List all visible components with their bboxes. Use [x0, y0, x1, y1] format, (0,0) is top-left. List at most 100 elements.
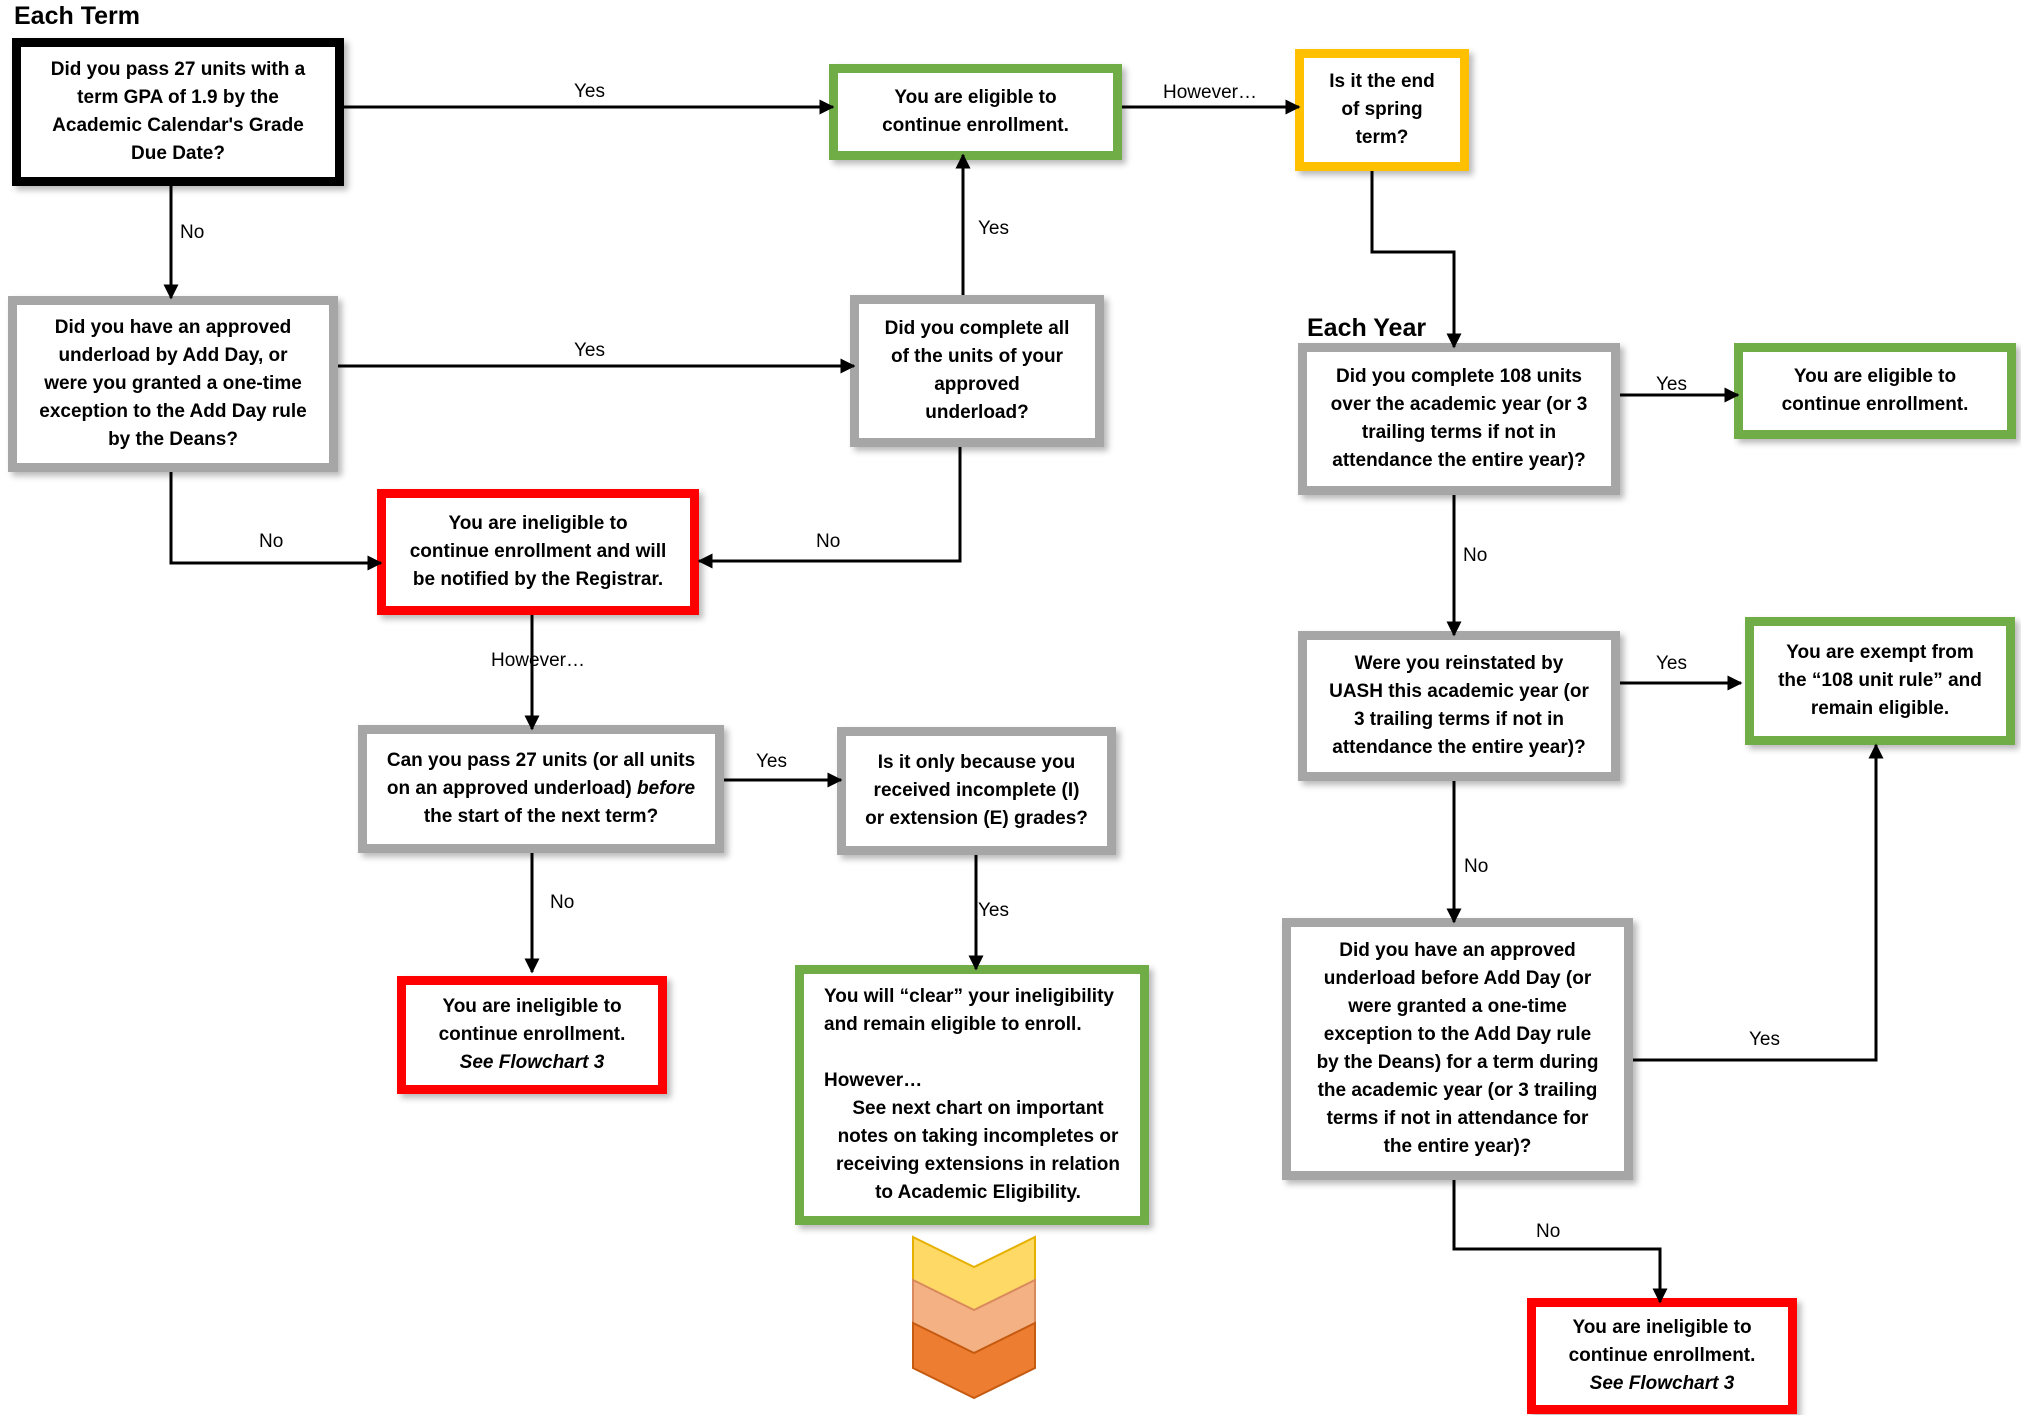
- edge-label-yes: Yes: [574, 81, 605, 102]
- node-line: You are eligible to: [1793, 366, 1957, 387]
- edge-label-yes: Yes: [574, 340, 605, 361]
- node-line: 3 trailing terms if not in: [1353, 709, 1565, 730]
- node-line: the entire year)?: [1383, 1136, 1532, 1157]
- edge-label-yes: Yes: [978, 218, 1009, 239]
- node-line: Were you reinstated by: [1354, 653, 1564, 674]
- edge-label-no: No: [1463, 545, 1488, 566]
- chevron-icon: [912, 1321, 1036, 1400]
- node-line: You are eligible to: [894, 87, 1057, 108]
- question-incomplete-or-extension: Is it only because you received incomple…: [837, 727, 1116, 855]
- node-line: the “108 unit rule” and: [1778, 670, 1982, 691]
- node-line: the start of the next term?: [423, 806, 659, 827]
- node-line: of the units of your: [890, 346, 1064, 367]
- question-complete-underload-units: Did you complete all of the units of you…: [850, 295, 1104, 447]
- arrow-underload-no: [169, 472, 383, 571]
- node-line: UASH this academic year (or: [1329, 681, 1589, 702]
- node-line: You are ineligible to: [448, 513, 628, 534]
- edge-label-no: No: [180, 222, 205, 243]
- node-line: notes on taking incompletes or: [837, 1126, 1119, 1147]
- node-line: Is it only because you: [877, 752, 1076, 773]
- outcome-eligible-continue-top: You are eligible to continue enrollment.: [829, 64, 1122, 160]
- node-line: You are exempt from: [1786, 642, 1974, 663]
- question-approved-underload-term: Did you have an approved underload by Ad…: [8, 296, 338, 472]
- question-pass-27-units: Did you pass 27 units with a term GPA of…: [12, 38, 344, 186]
- node-line: the academic year (or 3 trailing: [1317, 1080, 1598, 1101]
- node-note: See Flowchart 3: [459, 1052, 605, 1073]
- node-line: continue enrollment.: [882, 115, 1069, 136]
- node-line: Did you pass 27 units with a: [50, 59, 306, 80]
- node-line: remain eligible.: [1810, 698, 1950, 719]
- node-line: and remain eligible to enroll.: [824, 1014, 1082, 1035]
- node-line: See next chart on important: [852, 1098, 1104, 1119]
- node-line: continue enrollment.: [1568, 1345, 1756, 1366]
- outcome-eligible-continue-right: You are eligible to continue enrollment.: [1734, 343, 2016, 439]
- node-line: Did you have an approved: [1339, 940, 1576, 961]
- question-approved-underload-year: Did you have an approved underload befor…: [1282, 918, 1633, 1180]
- edge-label-yes: Yes: [1656, 653, 1687, 674]
- node-line: Can you pass 27 units (or all units: [386, 750, 696, 771]
- edge-label-yes: Yes: [978, 900, 1009, 921]
- node-line: exception to the Add Day rule: [39, 401, 307, 422]
- node-line: trailing terms if not in: [1361, 422, 1557, 443]
- question-pass-before-next-term: Can you pass 27 units (or all units on a…: [358, 725, 724, 853]
- edge-label-yes: Yes: [756, 751, 787, 772]
- outcome-clear-ineligibility: You will “clear” your ineligibility and …: [795, 965, 1149, 1225]
- node-line: receiving extensions in relation: [835, 1154, 1121, 1175]
- node-line: by the Deans?: [108, 429, 238, 450]
- node-line: be notified by the Registrar.: [412, 569, 664, 590]
- node-line: continue enrollment.: [438, 1024, 626, 1045]
- edge-label-yes: Yes: [1656, 374, 1687, 395]
- node-line: You are ineligible to: [1572, 1317, 1752, 1338]
- edge-label-no: No: [816, 531, 841, 552]
- node-line: to Academic Eligibility.: [875, 1182, 1081, 1203]
- node-line: Did you have an approved: [54, 317, 292, 338]
- edge-label-no: No: [259, 531, 284, 552]
- question-reinstated-by-uash: Were you reinstated by UASH this academi…: [1298, 631, 1620, 781]
- node-line: by the Deans) for a term during: [1316, 1052, 1599, 1073]
- node-line: continue enrollment.: [1781, 394, 1969, 415]
- node-line: approved: [934, 374, 1020, 395]
- outcome-ineligible-notified-registrar: You are ineligible to continue enrollmen…: [377, 489, 699, 615]
- node-line: underload before Add Day (or: [1323, 968, 1592, 989]
- edge-label-however: However…: [491, 650, 585, 671]
- outcome-exempt-108-rule: You are exempt from the “108 unit rule” …: [1745, 617, 2015, 745]
- node-line: terms if not in attendance for: [1326, 1108, 1589, 1129]
- node-line: or extension (E) grades?: [865, 808, 1088, 829]
- node-line: underload?: [925, 402, 1029, 423]
- node-line: Academic Calendar's Grade: [52, 115, 304, 136]
- section-heading-each-year: Each Year: [1307, 314, 1427, 342]
- node-line: were granted a one-time: [1348, 996, 1567, 1017]
- node-line: of spring: [1341, 99, 1423, 120]
- node-line: You will “clear” your ineligibility: [824, 986, 1114, 1007]
- node-line: Is it the end: [1329, 71, 1435, 92]
- node-line: attendance the entire year)?: [1332, 737, 1586, 758]
- node-however: However…: [824, 1070, 923, 1091]
- edge-label-however: However…: [1163, 82, 1257, 103]
- edge-label-no: No: [1536, 1221, 1561, 1242]
- edge-label-no: No: [550, 892, 575, 913]
- outcome-ineligible-see-flowchart-3-right: You are ineligible to continue enrollmen…: [1527, 1298, 1797, 1414]
- node-line: continue enrollment and will: [409, 541, 667, 562]
- node-line: Did you complete 108 units: [1336, 366, 1582, 387]
- node-line: over the academic year (or 3: [1330, 394, 1588, 415]
- node-line: received incomplete (I): [873, 780, 1080, 801]
- arrow-complete-underload-no: [697, 447, 962, 569]
- node-line: term GPA of 1.9 by the: [77, 87, 279, 108]
- arrow-underload-year-no: [1452, 1180, 1668, 1304]
- node-line: Did you complete all: [884, 318, 1070, 339]
- edge-label-yes: Yes: [1749, 1029, 1780, 1050]
- node-line: term?: [1355, 127, 1409, 148]
- section-heading-each-term: Each Term: [14, 2, 140, 30]
- node-line: You are ineligible to: [442, 996, 622, 1017]
- node-line: exception to the Add Day rule: [1323, 1024, 1592, 1045]
- node-line: were you granted a one-time: [44, 373, 302, 394]
- node-text: on an approved underload): [386, 778, 638, 799]
- node-line: Due Date?: [131, 143, 225, 164]
- edge-label-no: No: [1464, 856, 1489, 877]
- node-line: on an approved underload) before: [387, 775, 695, 803]
- arrow-spring-yes: [1370, 171, 1462, 349]
- node-line: attendance the entire year)?: [1332, 450, 1586, 471]
